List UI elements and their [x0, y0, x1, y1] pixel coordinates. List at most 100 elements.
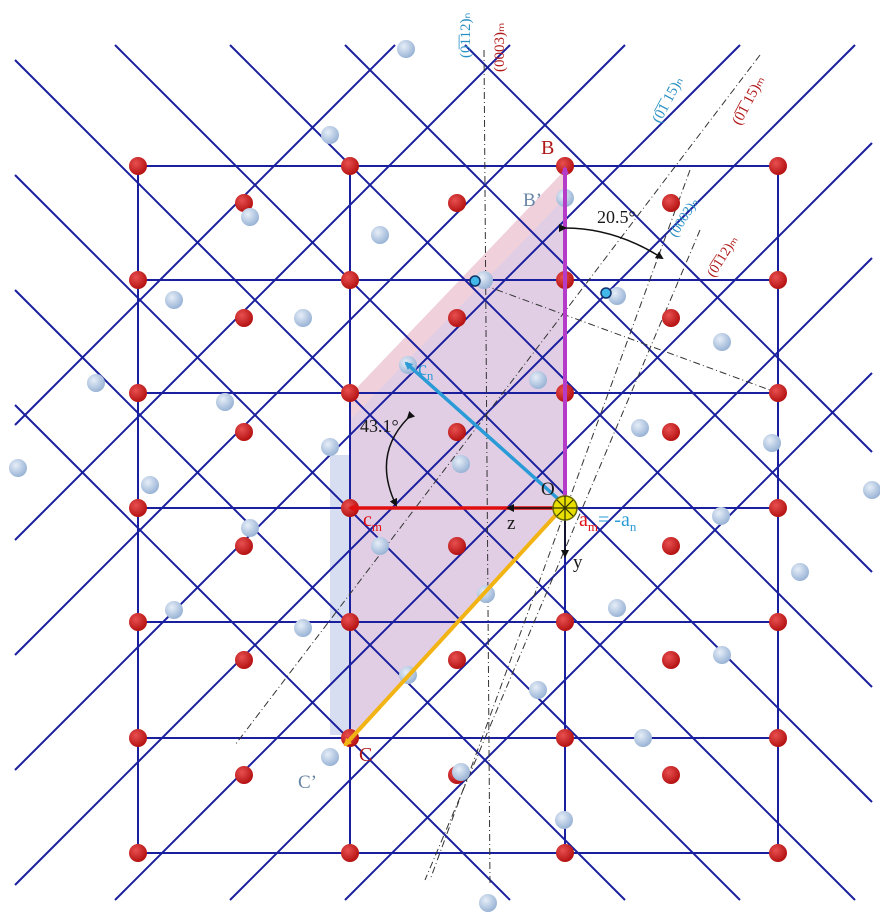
- diamond-line-falling: [14, 44, 626, 656]
- blue-atom: [165, 291, 183, 309]
- red-atom: [235, 194, 253, 212]
- red-atom: [235, 651, 253, 669]
- diamond-line-rising: [14, 289, 626, 901]
- blue-atom: [631, 419, 649, 437]
- plane-trace-line: [429, 169, 691, 881]
- diamond-line-falling: [229, 257, 873, 901]
- angle-arc-43-1: [385, 410, 416, 507]
- red-atom: [129, 384, 147, 402]
- am-subscript: m: [588, 519, 598, 534]
- red-atom: [341, 384, 359, 402]
- plane-label-0112-n: (0̅1̅12)ₙ: [458, 13, 474, 58]
- point-label-O: O: [541, 479, 555, 500]
- diamond-line-falling: [14, 44, 856, 886]
- red-atom: [448, 423, 466, 441]
- blue-atom: [529, 681, 547, 699]
- blue-atom: [452, 455, 470, 473]
- angle-arc-20-5: [558, 223, 664, 260]
- diamond-line-rising: [344, 44, 873, 573]
- axis-label-y: y: [573, 552, 583, 573]
- shaded-cell-area: [350, 170, 565, 740]
- highlight-atom: [600, 287, 612, 299]
- red-atom: [662, 537, 680, 555]
- red-atom: [129, 844, 147, 862]
- red-atom: [129, 271, 147, 289]
- blue-atom: [863, 481, 880, 499]
- red-atom: [448, 309, 466, 327]
- vector-label-cm: cm: [363, 509, 382, 534]
- diamond-line-rising: [14, 59, 856, 901]
- blue-atom: [321, 438, 339, 456]
- point-label-B-prime: B’: [523, 190, 542, 211]
- vectors: [343, 166, 664, 747]
- blue-atom: [479, 894, 497, 912]
- red-atom: [341, 271, 359, 289]
- red-atom: [769, 729, 787, 747]
- red-atom: [662, 423, 680, 441]
- red-atom: [448, 651, 466, 669]
- highlight-atom: [469, 275, 481, 287]
- red-atom: [235, 423, 253, 441]
- blue-atom: [294, 309, 312, 327]
- shaded-side-band: [330, 455, 350, 735]
- blue-atom: [713, 333, 731, 351]
- red-atom: [129, 613, 147, 631]
- plane-label-0115-m: (0̅1̅ 15)ₘ: [729, 73, 768, 127]
- blue-atom: [216, 393, 234, 411]
- angle-label-20-5: 20.5°: [597, 207, 636, 227]
- vector-label-am: am= -an: [579, 509, 637, 534]
- red-atom: [769, 271, 787, 289]
- diamond-line-falling: [14, 44, 396, 426]
- red-atom: [448, 537, 466, 555]
- blue-atom: [371, 226, 389, 244]
- blue-atom: [712, 507, 730, 525]
- red-atom: [129, 499, 147, 517]
- point-label-B: B: [541, 137, 554, 159]
- diamond-line-falling: [344, 372, 873, 901]
- red-atom: [662, 766, 680, 784]
- blue-atom: [634, 729, 652, 747]
- red-atom: [129, 729, 147, 747]
- red-atom: [662, 651, 680, 669]
- plane-label-0003-m: (0003)ₘ: [492, 23, 508, 72]
- red-atom: [769, 844, 787, 862]
- blue-atom: [294, 619, 312, 637]
- cm-letter: c: [363, 509, 372, 531]
- blue-atom: [87, 374, 105, 392]
- blue-atom: [165, 601, 183, 619]
- blue-atom: [397, 40, 415, 58]
- blue-atom: [608, 287, 626, 305]
- red-atom: [341, 613, 359, 631]
- blue-atom: [763, 434, 781, 452]
- cn-letter: c: [418, 358, 427, 380]
- blue-atom: [529, 371, 547, 389]
- am-letter: a: [579, 509, 588, 531]
- vector-cn: [404, 361, 567, 507]
- diamond-line-rising: [114, 44, 873, 803]
- red-atom: [556, 844, 574, 862]
- blue-atom: [241, 208, 259, 226]
- vector-OC: [343, 503, 567, 747]
- diamond-line-rising: [464, 44, 873, 453]
- diamond-line-falling: [14, 44, 741, 771]
- red-atom: [769, 157, 787, 175]
- axis-label-z: z: [507, 513, 515, 534]
- blue-atom: [9, 459, 27, 477]
- blue-atom: [555, 811, 573, 829]
- vector-label-cn: cn: [418, 358, 434, 383]
- blue-atom: [321, 748, 339, 766]
- blue-atom: [791, 563, 809, 581]
- red-atom: [556, 613, 574, 631]
- red-atom: [769, 384, 787, 402]
- diamond-line-falling: [14, 44, 511, 541]
- cm-subscript: m: [372, 519, 382, 534]
- red-atom: [769, 499, 787, 517]
- red-atom: [662, 309, 680, 327]
- plane-trace-line: [234, 54, 761, 746]
- red-atom: [448, 194, 466, 212]
- point-label-C: C: [359, 744, 372, 766]
- angle-label-43-1: 43.1°: [360, 416, 399, 436]
- red-atom: [341, 844, 359, 862]
